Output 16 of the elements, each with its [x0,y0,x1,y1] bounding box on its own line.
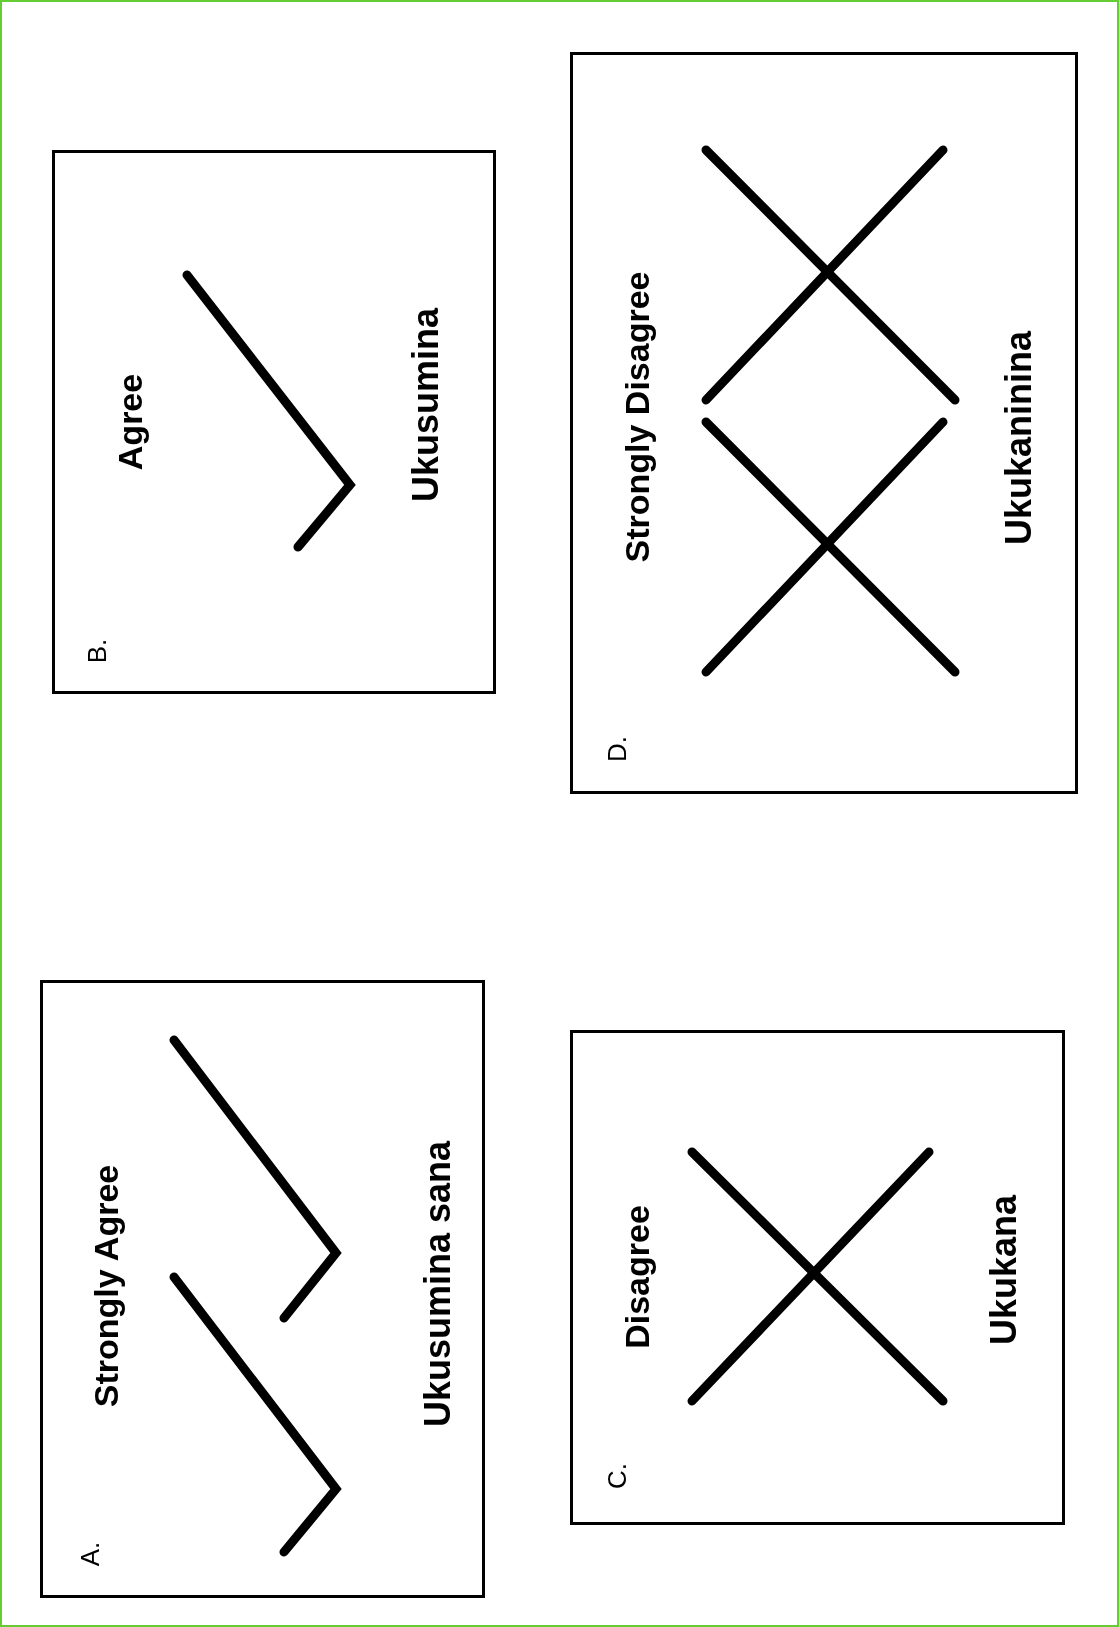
translation-label: Ukukana [986,1194,1022,1346]
option-label: Disagree [620,1205,654,1349]
translation-label: Ukukaninina [1001,330,1037,546]
option-card [570,1030,1065,1525]
option-letter: C. [604,1463,630,1489]
option-letter: B. [84,638,110,664]
translation-label: Ukusumina [408,308,444,502]
option-label: Strongly Agree [89,1164,123,1408]
option-label: Agree [113,373,147,471]
option-letter: A. [77,1541,103,1567]
option-label: Strongly Disagree [620,271,654,563]
option-card [52,150,496,694]
option-card [40,980,485,1598]
option-card [570,52,1078,794]
translation-label: Ukusumina sana [420,1140,456,1428]
option-letter: D. [604,736,630,762]
